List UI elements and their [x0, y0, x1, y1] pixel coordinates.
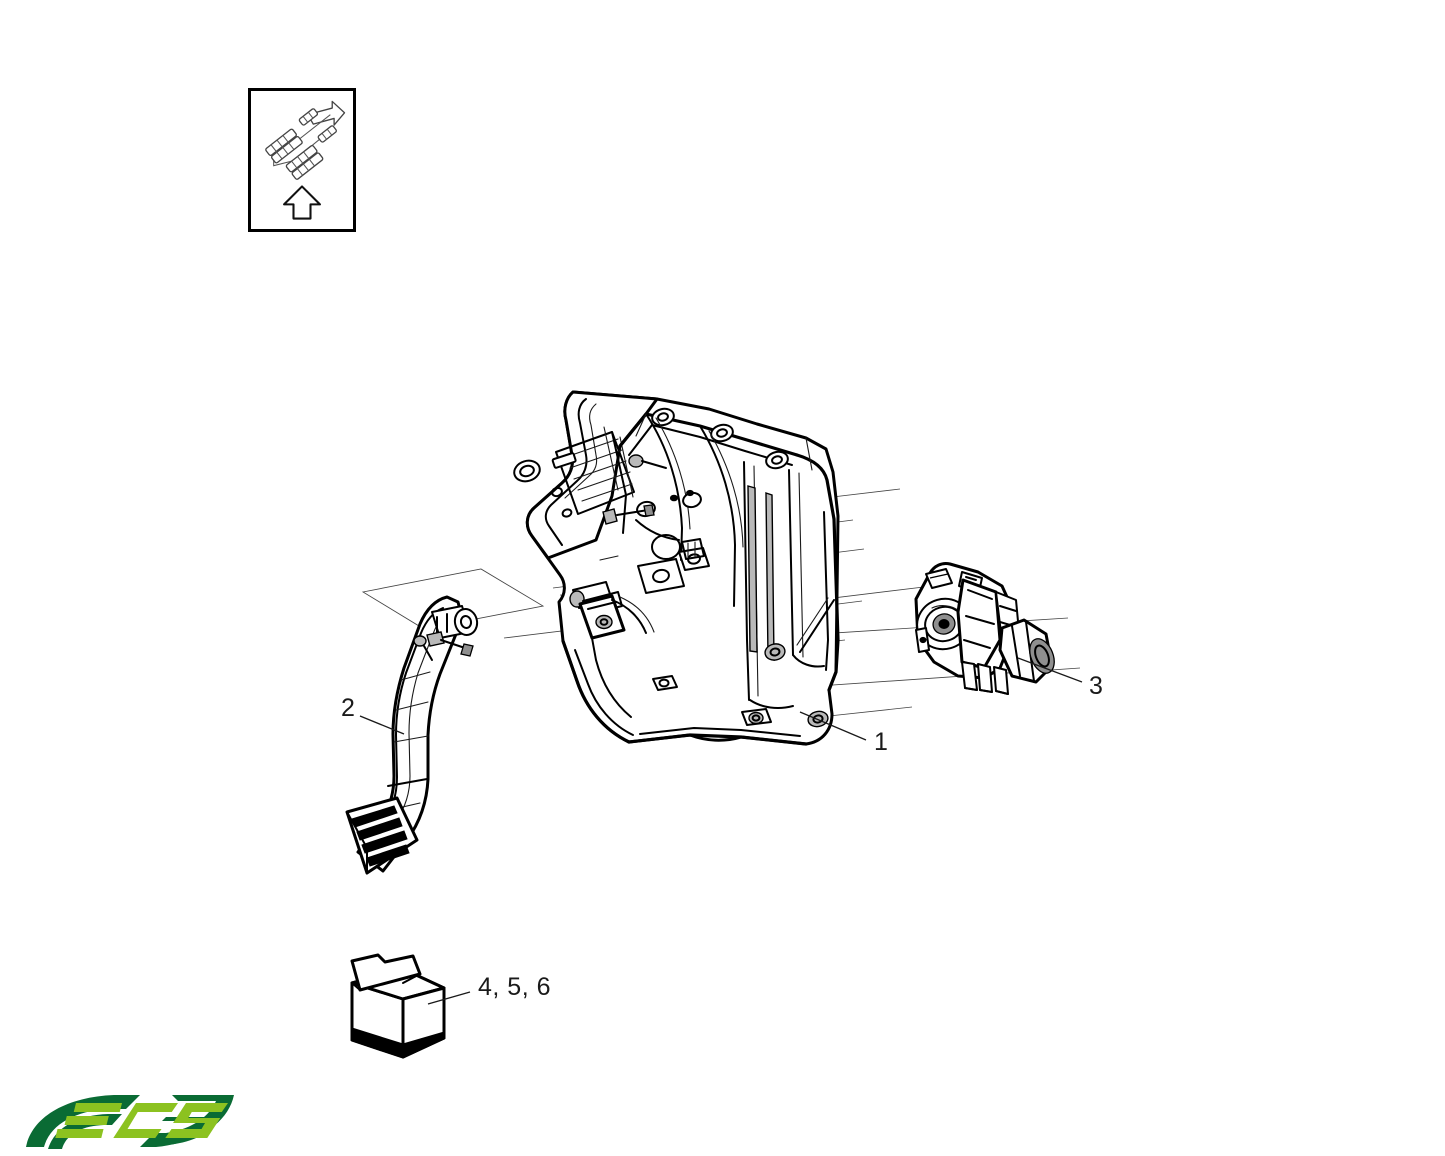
bracket-boss-lower-2 [741, 708, 772, 726]
callout-label-1: 1 [874, 728, 889, 756]
bracket-clevis [569, 581, 655, 718]
pedal-pushrod-stub [413, 631, 474, 661]
orientation-forward-arrow [283, 185, 321, 220]
ecs-logo: .dg { fill:#0a6b34; } .lg { fill:#8cc220… [22, 1087, 236, 1151]
callout-label-2: 2 [341, 694, 356, 722]
bracket-boss-lower-1 [652, 675, 678, 691]
part-hardware-kit-box [350, 953, 446, 1059]
pedal-pad [345, 796, 419, 875]
bracket-boss-top-3 [765, 450, 789, 470]
orientation-pedal-shapes [265, 108, 337, 180]
orientation-diagonal-arrow [307, 100, 346, 126]
ecs-logo-graphic: .dg { fill:#0a6b34; } .lg { fill:#8cc220… [26, 1095, 234, 1149]
logo-swoosh-right [140, 1095, 234, 1147]
bracket-pivot-cluster [635, 489, 710, 594]
part-pedal-position-sensor [914, 562, 1055, 695]
callout-label-4-5-6: 4, 5, 6 [478, 973, 551, 1001]
bracket-pin-upper [602, 504, 655, 525]
sensor-connector [998, 618, 1055, 684]
callout-label-3: 3 [1089, 672, 1104, 700]
pedal-pivot-bushing [431, 605, 479, 639]
part-brake-pedal-arm [345, 595, 479, 875]
orientation-key-box: .ok-l { fill:#ffffff; stroke:#444; strok… [248, 88, 356, 232]
callout-leader-lines [359, 657, 1083, 1005]
sensor-terminals [961, 661, 1009, 695]
part-pedal-support-bracket [513, 390, 840, 746]
orientation-key-graphic: .ok-l { fill:#ffffff; stroke:#444; strok… [265, 100, 346, 220]
bracket-boss-mid-right [764, 643, 786, 661]
bracket-pin-mid [628, 454, 667, 469]
